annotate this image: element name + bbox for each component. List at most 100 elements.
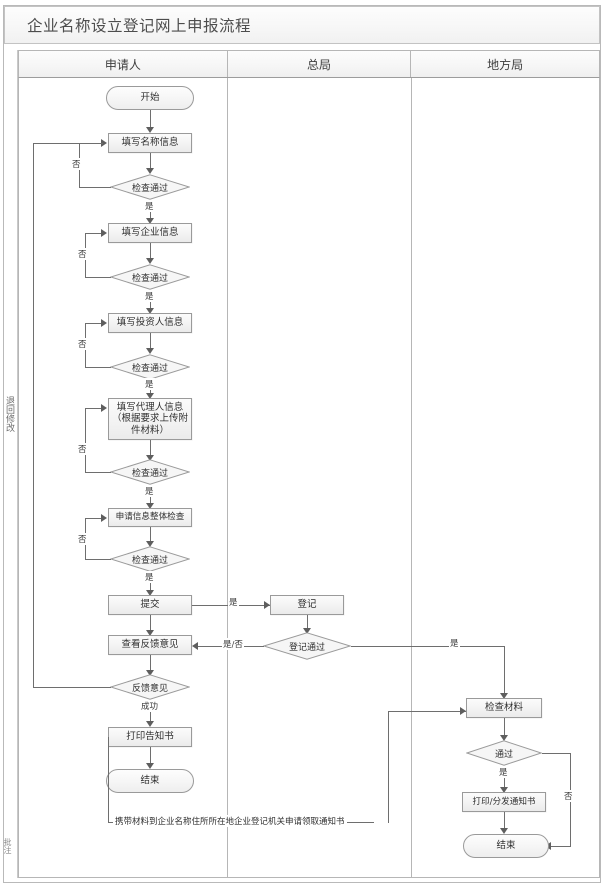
edge-label-yes-5: 是 xyxy=(144,571,155,583)
arrowhead-down xyxy=(500,787,508,793)
edge-printdistribute-to-end xyxy=(504,812,505,830)
arrowhead-down xyxy=(146,393,154,399)
edge-pickup-into-checkmaterials xyxy=(388,711,466,712)
arrowhead-left xyxy=(192,642,198,650)
edge-check3-no-h xyxy=(85,367,111,368)
node-print-notice[interactable]: 打印告知书 xyxy=(108,727,192,747)
arrowhead-right xyxy=(101,514,107,522)
edge-label-submit-yes: 是 xyxy=(228,596,239,608)
arrowhead-right xyxy=(460,707,466,715)
arrowhead-down xyxy=(500,693,508,699)
edge-check5-no-in xyxy=(85,518,103,519)
edge-fillagent-to-check4 xyxy=(150,440,151,457)
edge-checkmaterials-to-pass xyxy=(504,718,505,737)
edge-overall-to-check5 xyxy=(150,527,151,543)
arrowhead-down xyxy=(146,541,154,547)
arrowhead-right xyxy=(101,404,107,412)
edge-submit-to-feedbackview xyxy=(150,615,151,632)
node-fill-company-info[interactable]: 填写企业信息 xyxy=(108,223,192,243)
arrowhead-right xyxy=(264,601,270,609)
node-check-pass-3[interactable]: 检查通过 xyxy=(110,354,190,380)
lane-header-local-bureau: 地方局 xyxy=(487,57,524,72)
arrowhead-right xyxy=(101,229,107,237)
node-register-pass[interactable]: 登记通过 xyxy=(263,632,351,660)
edge-check4-no-in xyxy=(85,408,103,409)
edge-registerpass-yes-h xyxy=(351,646,504,647)
edge-label-no-3: 否 xyxy=(77,338,88,350)
lane-header-applicant: 申请人 xyxy=(19,51,228,77)
edge-label-register-yes: 是 xyxy=(449,637,460,649)
edge-return-h-top xyxy=(33,143,103,144)
title-bar: 企业名称设立登记网上申报流程 xyxy=(4,6,600,44)
corner-annotation-label: 批注 xyxy=(3,838,12,854)
edge-label-register-no: 是/否 xyxy=(222,638,244,650)
node-check-materials[interactable]: 检查材料 xyxy=(466,698,542,718)
edge-viewfeedback-to-decision xyxy=(150,655,151,672)
edge-label-no-1: 否 xyxy=(71,158,82,170)
node-fill-agent-info[interactable]: 填写代理人信息（根据要求上传附件材料） xyxy=(108,398,192,440)
edge-start-to-fillname xyxy=(150,110,151,129)
edge-return-v xyxy=(33,143,34,688)
edge-label-no-4: 否 xyxy=(77,443,88,455)
node-view-feedback[interactable]: 查看反馈意见 xyxy=(108,635,192,655)
lane-divider-1 xyxy=(227,78,228,878)
node-start[interactable]: 开始 xyxy=(106,86,194,110)
annotation-pickup-notice: 携带材料到企业名称住所所在地企业登记机关申请领取通知书 xyxy=(113,815,347,827)
edge-label-feedback-success: 成功 xyxy=(140,700,160,712)
node-fill-name-info[interactable]: 填写名称信息 xyxy=(108,133,192,153)
node-check-pass-5[interactable]: 检查通过 xyxy=(110,546,190,572)
arrowhead-down xyxy=(146,308,154,314)
arrowhead-down xyxy=(146,590,154,596)
node-check-pass-4[interactable]: 检查通过 xyxy=(110,459,190,485)
edge-check2-no-h xyxy=(85,277,111,278)
edge-pickup-v-left xyxy=(108,737,109,823)
arrowhead-down xyxy=(146,763,154,769)
node-overall-check[interactable]: 申请信息整体检查 xyxy=(108,508,192,527)
edge-fillinvestor-to-check3 xyxy=(150,333,151,350)
node-check-pass-1[interactable]: 检查通过 xyxy=(110,174,190,200)
arrowhead-right xyxy=(101,139,107,147)
arrowhead-down xyxy=(146,670,154,676)
node-submit[interactable]: 提交 xyxy=(108,595,192,615)
node-register[interactable]: 登记 xyxy=(270,595,344,615)
arrowhead-down xyxy=(146,127,154,133)
edge-check3-no-in xyxy=(85,323,103,324)
edge-check1-no-h xyxy=(79,187,111,188)
edge-label-pass-yes: 是 xyxy=(498,766,509,778)
edge-registerpass-yes-v xyxy=(504,646,505,695)
node-print-distribute-notice[interactable]: 打印/分发通知书 xyxy=(462,792,546,812)
edge-pass-no-h xyxy=(542,753,570,754)
edge-pass-no-into-end xyxy=(549,846,571,847)
node-fill-investor-info[interactable]: 填写投资人信息 xyxy=(108,313,192,333)
edge-label-yes-2: 是 xyxy=(144,290,155,302)
node-end-applicant[interactable]: 结束 xyxy=(106,769,194,793)
arrowhead-down xyxy=(146,455,154,461)
left-margin-strip xyxy=(4,50,18,878)
lane-header-row: 申请人 总局 地方局 xyxy=(18,50,600,78)
edge-label-no-2: 否 xyxy=(77,248,88,260)
edge-pickup-v-right xyxy=(388,711,389,823)
arrowhead-down xyxy=(303,628,311,634)
arrowhead-down xyxy=(146,721,154,727)
arrowhead-down xyxy=(146,258,154,264)
node-check-pass-2[interactable]: 检查通过 xyxy=(110,264,190,290)
node-pass-decision[interactable]: 通过 xyxy=(466,740,542,766)
node-feedback-decision[interactable]: 反馈意见 xyxy=(110,674,190,700)
edge-check4-no-h xyxy=(85,472,111,473)
edge-check5-no-h xyxy=(85,559,111,560)
lane-divider-2 xyxy=(411,78,412,878)
edge-fillname-to-check1 xyxy=(150,153,151,170)
node-end-local[interactable]: 结束 xyxy=(463,834,549,858)
arrowhead-down xyxy=(146,218,154,224)
edge-label-no-5: 否 xyxy=(77,533,88,545)
edge-check2-no-in xyxy=(85,233,103,234)
edge-label-yes-1: 是 xyxy=(144,200,155,212)
arrowhead-down xyxy=(146,630,154,636)
edge-return-h-bottom xyxy=(33,687,111,688)
edge-label-pass-no: 否 xyxy=(563,790,574,802)
edge-label-yes-4: 是 xyxy=(144,485,155,497)
page-title: 企业名称设立登记网上申报流程 xyxy=(27,17,252,35)
edge-printnotice-to-end xyxy=(150,747,151,765)
edge-check4-no-v xyxy=(85,408,86,473)
